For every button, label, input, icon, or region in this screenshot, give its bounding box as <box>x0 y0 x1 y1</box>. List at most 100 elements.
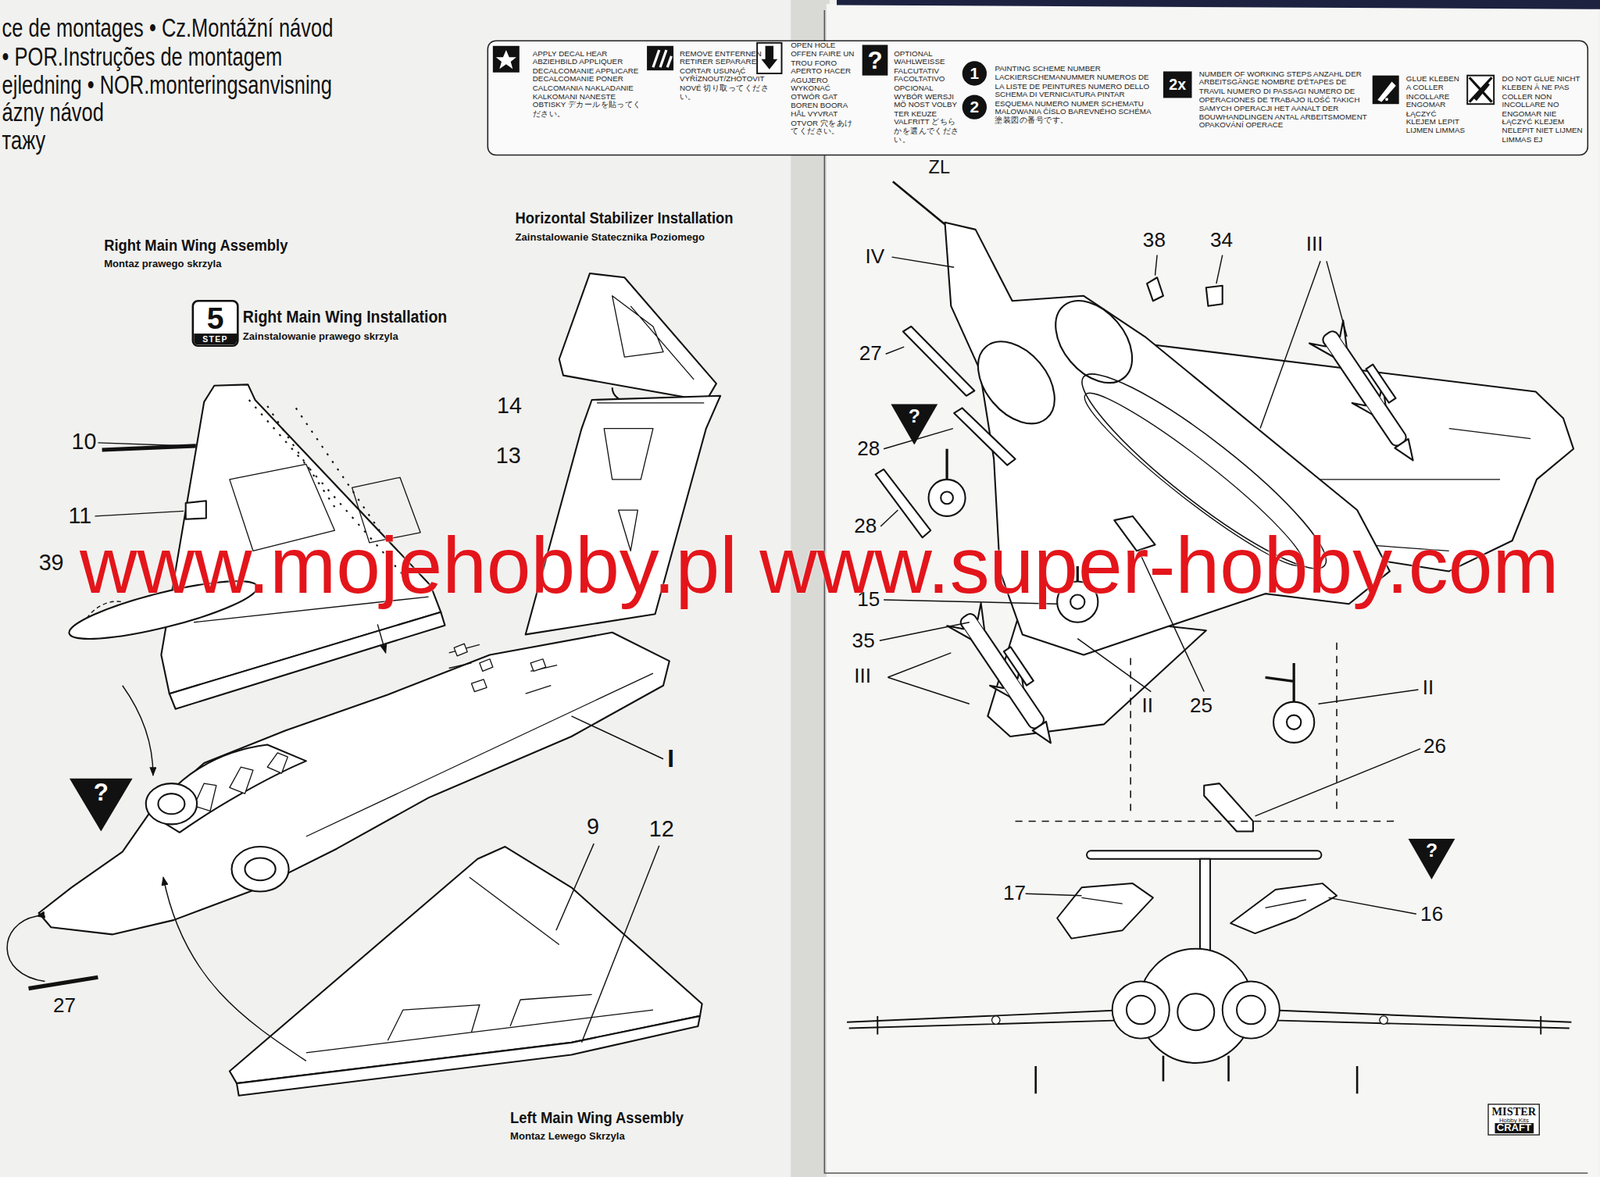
aircraft-underside-view <box>903 326 975 397</box>
aircraft-underside-view <box>1040 285 1148 397</box>
part-group-number: II <box>1422 676 1435 700</box>
aircraft-underside-view <box>1255 749 1422 817</box>
aircraft-front-view <box>1222 981 1280 1039</box>
callout-number: 27 <box>53 993 76 1017</box>
triangle-shape <box>69 778 133 833</box>
legend-icon <box>962 94 987 119</box>
aircraft-front-view <box>1130 642 1337 815</box>
callout-number: 10 <box>71 429 97 455</box>
step-heading: Left Main Wing Assembly <box>510 1109 684 1128</box>
aircraft-underside-view <box>1003 646 1034 686</box>
aircraft-exploded-view <box>231 846 289 892</box>
part-group-number: IV <box>865 244 886 268</box>
aircraft-front-view <box>1126 996 1156 1025</box>
legend-icon <box>1372 75 1400 105</box>
aircraft-underside-view <box>946 603 1068 755</box>
aircraft-underside-view <box>958 611 1047 731</box>
part-group-number: III <box>853 664 872 687</box>
legend-icon <box>646 46 674 71</box>
callout-number: 26 <box>1423 734 1447 758</box>
triangle-shape <box>1407 839 1455 880</box>
legend-text: PAINTING SCHEME NUMBER LACKIERSCHEMANUMM… <box>994 64 1150 125</box>
aircraft-underside-view <box>1155 255 1158 276</box>
aircraft-underside-view <box>1320 328 1408 448</box>
aircraft-underside-view <box>1286 715 1301 730</box>
legend-text: OPEN HOLE OFFEN FAIRE UN TROU FORO APERT… <box>790 40 854 136</box>
node-text: MISTER <box>1492 1106 1537 1118</box>
aircraft-exploded-view <box>97 442 184 447</box>
legend-text: GLUE KLEBEN A COLLER INCOLLARE ENGOMAR Ł… <box>1406 74 1465 136</box>
legend-icon <box>962 60 987 86</box>
part-group-number: I <box>667 746 675 773</box>
aircraft-front-view <box>1112 981 1170 1039</box>
brand-logo: MISTERHobby KitsCRAFT <box>1487 1103 1540 1136</box>
aircraft-underside-view <box>887 653 969 704</box>
header-text: тажу <box>2 126 47 155</box>
legend-icon <box>496 50 517 69</box>
aircraft-underside-view <box>1265 663 1295 704</box>
aircraft-exploded-view <box>7 273 721 1097</box>
legend-icon <box>1163 71 1193 98</box>
aircraft-front-view <box>1025 893 1417 915</box>
legend-entry: OPEN HOLE OFFEN FAIRE UN TROU FORO APERT… <box>790 42 861 137</box>
legend-entry: PAINTING SCHEME NUMBER LACKIERSCHEMANUMM… <box>994 65 1158 126</box>
optional-triangle: ? <box>69 778 133 833</box>
legend-icon <box>1469 77 1493 102</box>
step-heading: Horizontal Stabilizer Installation <box>515 209 734 228</box>
part-group-number: II <box>1142 693 1154 717</box>
paper <box>836 0 1600 10</box>
aircraft-exploded-view <box>306 877 654 1054</box>
legend-entry: DO NOT GLUE NICHT KLEBEN À NE PAS COLLER… <box>1502 75 1584 145</box>
optional-triangle: ? <box>890 403 938 445</box>
aircraft-exploded-view <box>453 643 547 692</box>
aircraft-underside-view <box>1260 260 1347 429</box>
icon-symbol: ? <box>862 46 889 74</box>
aircraft-underside-view <box>962 327 1070 439</box>
header-text: • POR.Instruções de montagem <box>2 42 283 72</box>
aircraft-front-view <box>1081 897 1122 904</box>
legend-text: DO NOT GLUE NICHT KLEBEN À NE PAS COLLER… <box>1502 74 1583 143</box>
aircraft-underside-view <box>1216 255 1223 285</box>
aircraft-underside-view <box>953 407 1015 465</box>
aircraft-exploded-view <box>571 716 664 760</box>
legend-icon <box>653 50 672 68</box>
legend-frame <box>487 40 1588 155</box>
aircraft-front-view <box>1230 883 1337 934</box>
node-text: ? <box>93 780 109 805</box>
step-subheading: Montaz Lewego Skrzyla <box>510 1130 625 1142</box>
aircraft-front-view <box>1057 883 1154 940</box>
legend-icon <box>492 46 520 73</box>
aircraft-front-view <box>1200 859 1211 962</box>
aircraft-underside-view <box>1273 702 1315 743</box>
callout-number: 9 <box>586 815 600 841</box>
aircraft-underside-view <box>875 181 1574 832</box>
aircraft-front-view <box>992 1016 1389 1025</box>
aircraft-underside-view <box>1203 783 1254 832</box>
legend-text: APPLY DECAL HEAR ABZIEHBILD APPLIQUER DE… <box>532 49 642 118</box>
callout-number: 28 <box>857 436 880 460</box>
callout-number: 39 <box>39 550 65 576</box>
part-group-number: III <box>1306 232 1324 256</box>
aircraft-underside-view <box>1366 364 1397 404</box>
header-text: ázny návod <box>2 99 104 128</box>
legend-icon <box>1377 81 1397 102</box>
aircraft-exploded-view <box>102 446 197 450</box>
aircraft-front-view <box>1236 996 1266 1025</box>
callout-number: 12 <box>649 817 675 843</box>
legend-icon <box>1467 75 1494 105</box>
node-text: ? <box>908 406 921 426</box>
aircraft-underside-view <box>1318 689 1419 704</box>
aircraft-exploded-view <box>28 977 99 989</box>
aircraft-front-view <box>1025 893 1083 897</box>
aircraft-exploded-view <box>193 753 288 811</box>
aircraft-front-view <box>1265 900 1307 908</box>
aircraft-front-view <box>1177 993 1215 1031</box>
aircraft-exploded-view <box>556 843 594 931</box>
aircraft-exploded-view <box>559 273 717 401</box>
header-text: ejledning • NOR.monteringsanvisning <box>2 71 333 100</box>
step-subheading: Zainstalowanie Statecznika Poziomego <box>515 231 705 243</box>
legend-icon <box>760 46 778 70</box>
node-text: STEP <box>193 333 237 345</box>
aircraft-front-view <box>1035 1056 1358 1094</box>
